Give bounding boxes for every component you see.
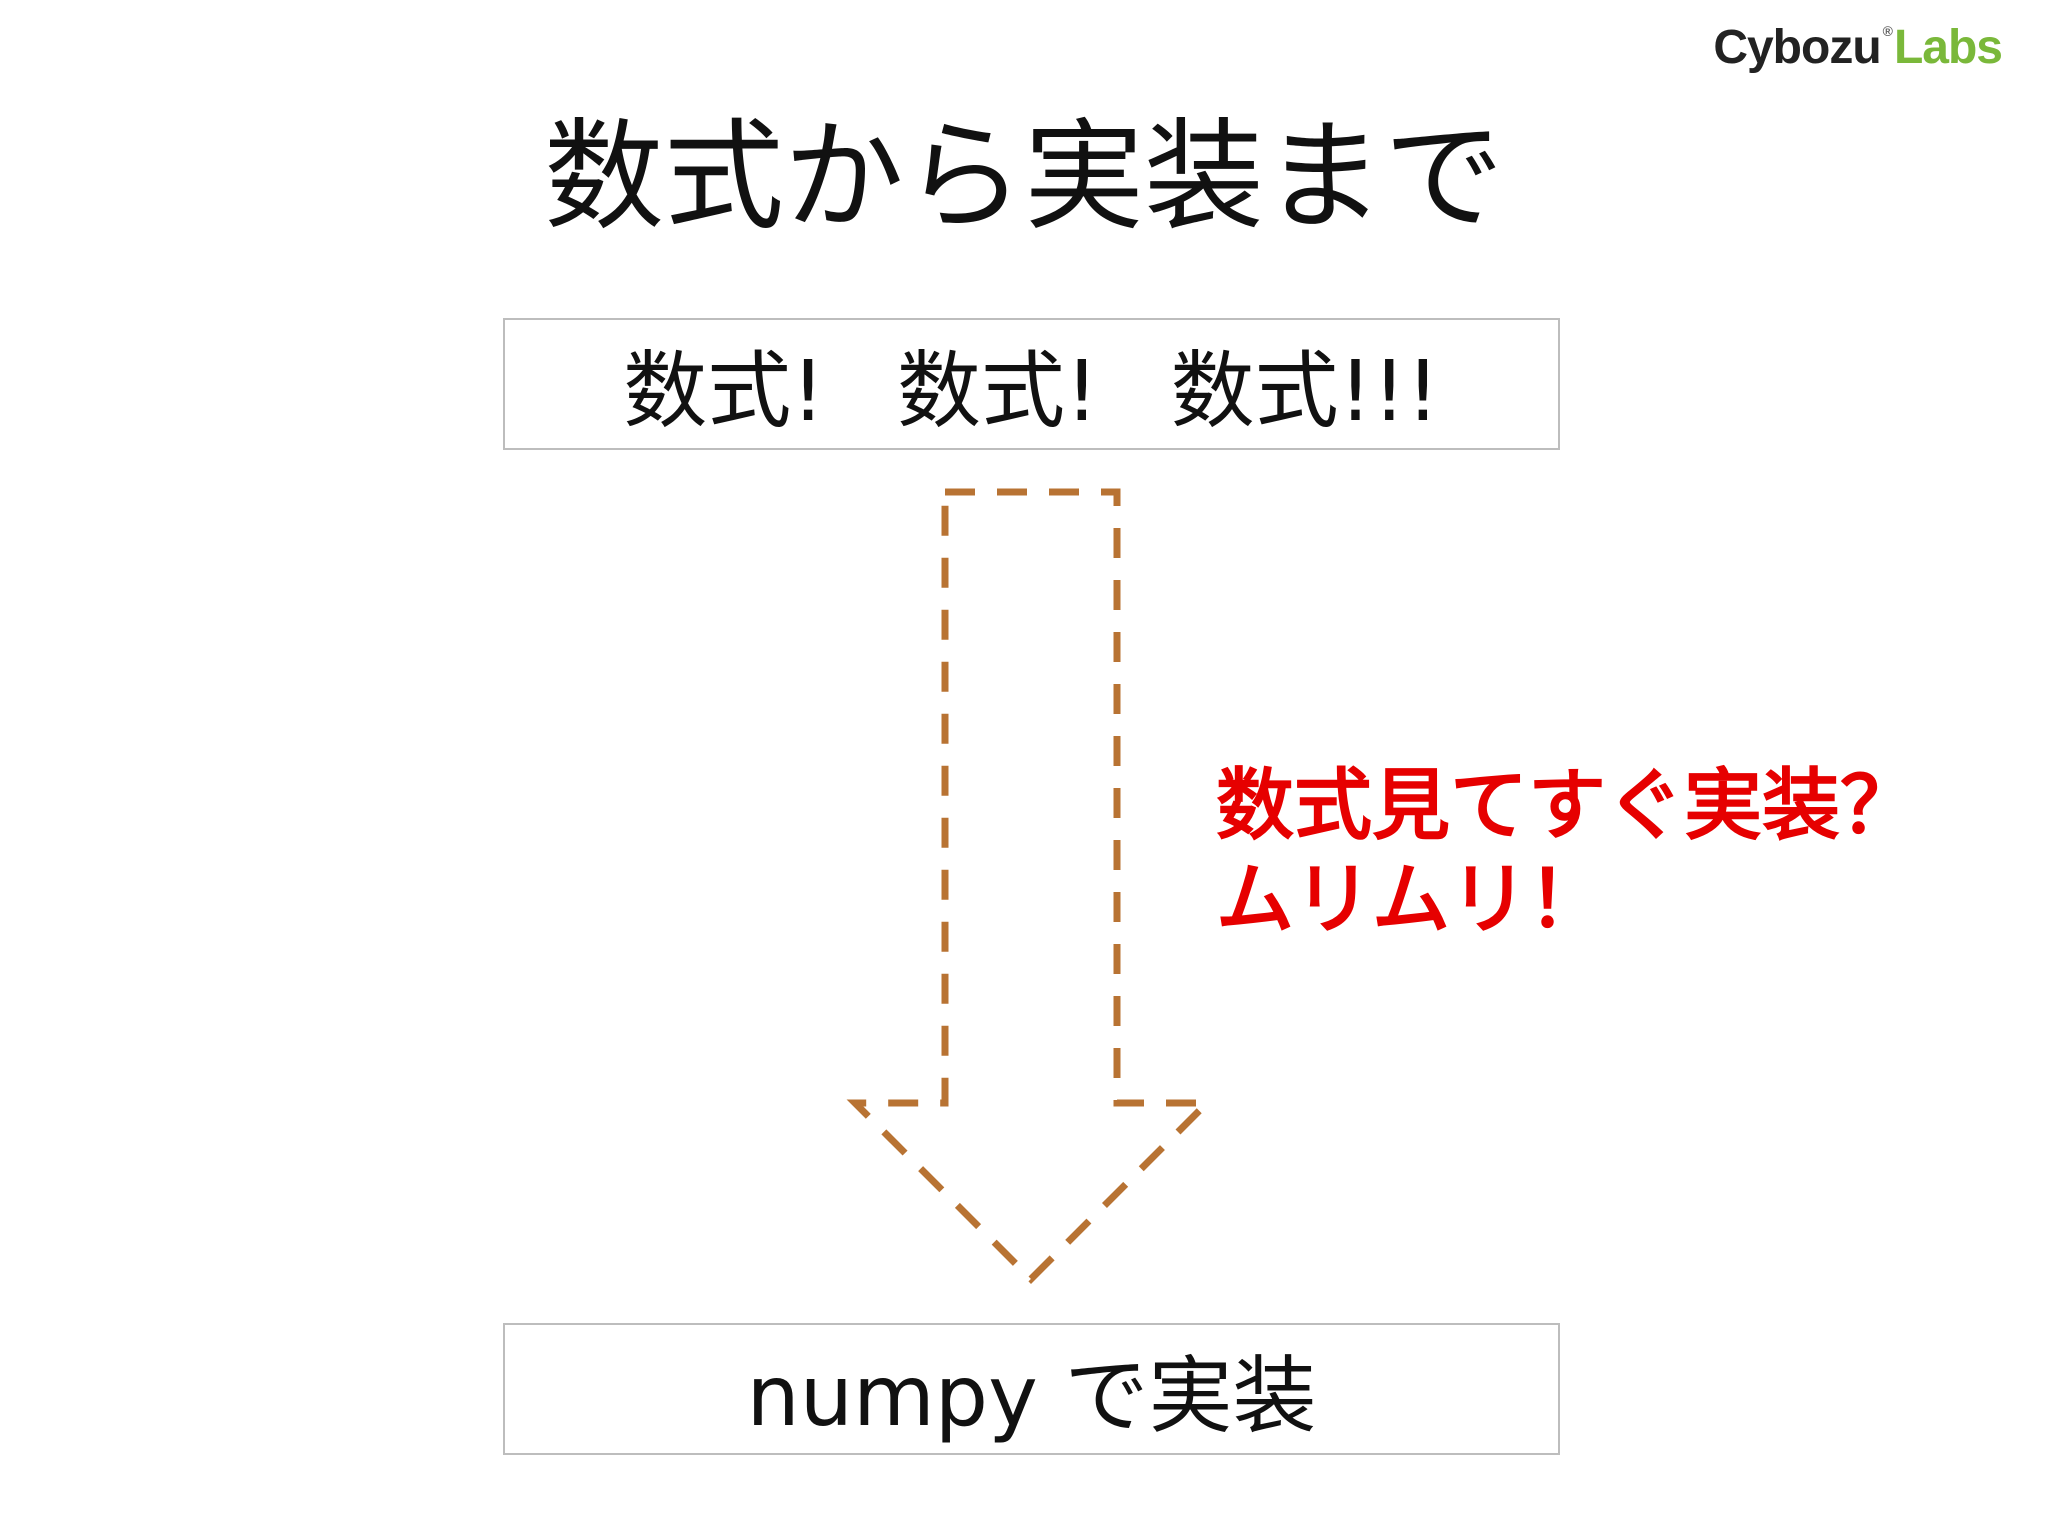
logo-cybozu-text: Cybozu bbox=[1713, 21, 1881, 74]
formula-text-3: 数式!!! bbox=[1170, 341, 1440, 440]
cybozu-labs-logo: Cybozu®Labs bbox=[1713, 21, 2003, 74]
implementation-text: numpy で実装 bbox=[746, 1346, 1317, 1445]
logo-registered-mark: ® bbox=[1882, 23, 1893, 39]
logo-labs-text: Labs bbox=[1893, 21, 2003, 74]
callout-text: 数式見てすぐ実装？ ムリムリ！ bbox=[1216, 760, 1918, 947]
formula-box: 数式! 数式! 数式!!! bbox=[503, 318, 1560, 450]
formula-text-1: 数式! bbox=[623, 341, 825, 440]
arrow-outline bbox=[846, 488, 1216, 1284]
formula-text-2: 数式! bbox=[896, 341, 1099, 440]
callout-line-2: ムリムリ！ bbox=[1216, 854, 1607, 945]
callout-line-1: 数式見てすぐ実装？ bbox=[1216, 761, 1919, 851]
slide-title: 数式から実装まで bbox=[544, 108, 1504, 247]
implementation-box: numpy で実装 bbox=[503, 1323, 1560, 1455]
